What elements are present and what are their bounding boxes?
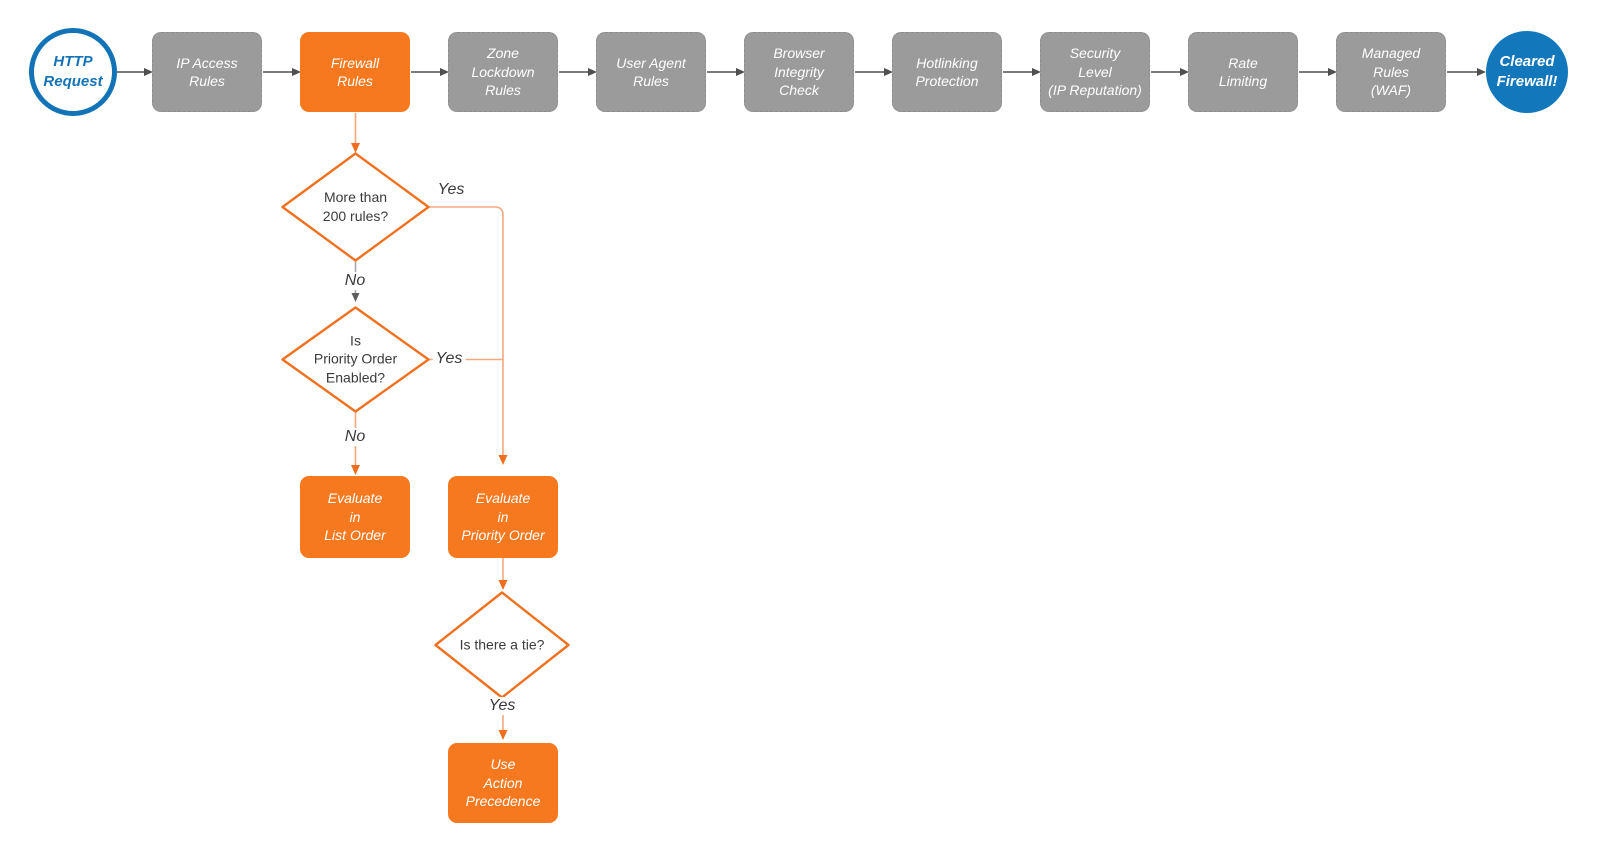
node-managed-rules-waf: Managed Rules (WAF) [1336, 32, 1446, 112]
decision-diamond-priority-order-enabled [281, 306, 430, 413]
action-evaluate-priority-order: Evaluate in Priority Order [448, 476, 558, 558]
node-label: Hotlinking Protection [915, 54, 979, 89]
decision-label-is-there-a-tie: Is there a tie? [459, 636, 545, 653]
node-label: Evaluate in List Order [324, 490, 386, 544]
node-label: Managed Rules (WAF) [1361, 45, 1421, 99]
edge-label-d2-yes: Yes [432, 350, 466, 368]
edge-label-d1-yes: Yes [434, 181, 468, 199]
node-label: Firewall Rules [330, 54, 380, 89]
node-label: User Agent Rules [616, 54, 686, 89]
node-label: Cleared Firewall! [1496, 53, 1558, 90]
edge-label-d1-no: No [341, 272, 369, 290]
node-label: Zone Lockdown Rules [471, 45, 535, 99]
action-use-action-precedence: Use Action Precedence [448, 743, 558, 823]
action-evaluate-list-order: Evaluate in List Order [300, 476, 410, 558]
node-rate-limiting: Rate Limiting [1188, 32, 1298, 112]
node-label: Security Level (IP Reputation) [1048, 45, 1142, 99]
decision-label-more-than-200-rules: More than 200 rules? [322, 189, 389, 224]
decision-diamond-more-than-200-rules [281, 152, 430, 262]
edge-label-d3-yes: Yes [485, 697, 519, 715]
node-label: HTTP Request [43, 53, 103, 90]
node-http-request: HTTP Request [29, 28, 117, 116]
node-security-level-ip-reputation: Security Level (IP Reputation) [1040, 32, 1150, 112]
node-ip-access-rules: IP Access Rules [152, 32, 262, 112]
arrow-d1-yes-to-priority [428, 206, 508, 465]
node-label: Use Action Precedence [465, 756, 541, 810]
node-firewall-rules: Firewall Rules [300, 32, 410, 112]
node-zone-lockdown-rules: Zone Lockdown Rules [448, 32, 558, 112]
node-label: IP Access Rules [176, 54, 238, 89]
edge-label-d2-no: No [341, 428, 369, 446]
node-label: Browser Integrity Check [773, 45, 825, 99]
decision-label-priority-order-enabled: Is Priority Order Enabled? [313, 332, 398, 386]
node-label: Rate Limiting [1218, 54, 1268, 89]
node-cleared-firewall: Cleared Firewall! [1486, 31, 1568, 113]
node-hotlinking-protection: Hotlinking Protection [892, 32, 1002, 112]
node-label: Evaluate in Priority Order [461, 490, 545, 544]
node-browser-integrity-check: Browser Integrity Check [744, 32, 854, 112]
node-user-agent-rules: User Agent Rules [596, 32, 706, 112]
